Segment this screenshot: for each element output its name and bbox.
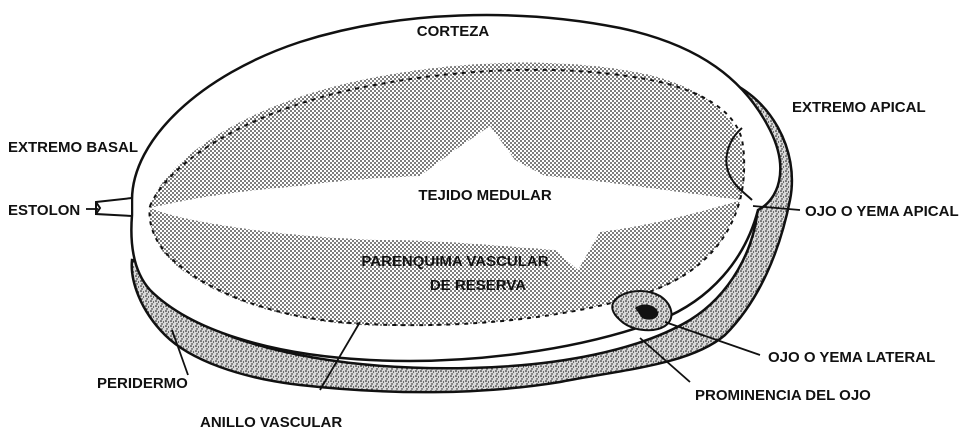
label-prominencia: PROMINENCIA DEL OJO: [695, 387, 871, 404]
label-extremo-apical: EXTREMO APICAL: [792, 99, 926, 116]
label-ojo-apical: OJO O YEMA APICAL: [805, 203, 959, 220]
stolon-stub: [96, 198, 132, 216]
label-tejido-medular: TEJIDO MEDULAR: [418, 187, 552, 204]
label-estolon: ESTOLON: [8, 202, 80, 219]
label-parenquima-1: PARENQUIMA VASCULAR: [361, 253, 548, 270]
label-peridermo: PERIDERMO: [97, 375, 188, 392]
label-corteza: CORTEZA: [417, 23, 490, 40]
label-ojo-lateral: OJO O YEMA LATERAL: [768, 349, 935, 366]
label-anillo-vascular: ANILLO VASCULAR: [200, 414, 342, 431]
label-parenquima-2: DE RESERVA: [430, 277, 526, 294]
label-extremo-basal: EXTREMO BASAL: [8, 139, 138, 156]
